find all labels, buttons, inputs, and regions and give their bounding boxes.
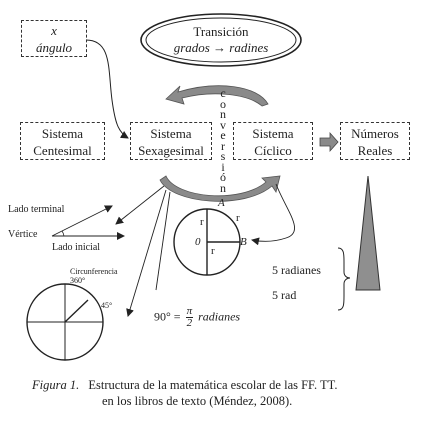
centesimal-box: Sistema Centesimal <box>20 122 105 160</box>
terminal-side-label: Lado terminal <box>8 204 65 215</box>
conversion-letter: e <box>220 128 226 142</box>
cyclic-to-reals-arrow <box>319 131 339 153</box>
conversion-letter: v <box>220 117 226 132</box>
point-b-label: B <box>240 236 247 248</box>
caption-line2: en los libros de texto (Méndez, 2008). <box>102 394 293 408</box>
degree-circle-45-line <box>64 299 89 323</box>
reals-line2: Reales <box>357 143 393 158</box>
conversion-letter: o <box>220 96 226 111</box>
circumference-label: Circunferencia <box>70 267 118 276</box>
deg-45-label: 45° <box>101 301 113 310</box>
conversion-letter: i <box>221 159 225 174</box>
centesimal-line1: Sistema <box>41 126 84 141</box>
equation-rhs: radianes <box>198 309 241 324</box>
vertex-label: Vértice <box>8 229 38 240</box>
conversion-letter: s <box>220 149 226 163</box>
top-curve-arrow <box>165 85 269 107</box>
equation: 90° = π 2 radianes <box>154 306 240 329</box>
caption-line1: Figura 1. Estructura de la matemática es… <box>32 377 422 393</box>
conversion-letter: c <box>220 86 226 100</box>
reals-line1: Números <box>351 126 399 141</box>
sexagesimal-line1: Sistema <box>150 126 192 141</box>
radians-long-label: 5 radianes <box>272 263 321 277</box>
angle-box: x ángulo <box>21 20 87 57</box>
angle-box-label: ángulo <box>35 40 73 55</box>
reals-triangle <box>355 175 381 291</box>
centesimal-line2: Centesimal <box>33 143 92 158</box>
cyclic-line2: Cíclico <box>254 143 292 158</box>
initial-side-label: Lado inicial <box>52 242 101 253</box>
figure-caption: Figura 1. Estructura de la matemática es… <box>32 377 422 409</box>
angle-arc <box>61 230 65 237</box>
cyclic-box: Sistema Cíclico <box>233 122 313 160</box>
radius-label-left: r <box>200 216 204 228</box>
transition-label: Transición grados → radines <box>150 24 292 56</box>
arrow-angle-to-sexagesimal <box>85 39 129 139</box>
link-sexagesimal-to-equation <box>155 191 171 291</box>
bottom-curve-arrow <box>159 175 281 202</box>
sexagesimal-line2: Sexagesimal <box>138 143 204 158</box>
transition-subtitle: grados → radines <box>173 40 269 55</box>
conversion-letter: n <box>220 180 226 195</box>
angle-box-x: x <box>51 23 57 38</box>
origin-label: 0 <box>195 236 201 248</box>
equation-numerator: π <box>185 305 194 318</box>
conversion-letter: ó <box>220 170 226 184</box>
equation-fraction: π 2 <box>185 305 194 329</box>
reals-box: Números Reales <box>340 122 410 160</box>
point-a-label: A <box>218 197 225 209</box>
radius-label-bottom: r <box>211 245 215 257</box>
conversion-letter: n <box>220 107 226 121</box>
caption-figure-label: Figura 1. <box>32 378 80 392</box>
transition-title: Transición <box>193 24 249 39</box>
link-sexagesimal-to-angle <box>115 185 165 225</box>
deg-360-label: 360° <box>70 276 86 285</box>
radians-short-label: 5 rad <box>272 288 297 302</box>
link-sexagesimal-to-circle <box>126 189 167 317</box>
equation-lhs: 90° = <box>154 309 181 324</box>
radius-label-arc: r <box>236 212 240 224</box>
transition-ellipse-outer <box>140 13 302 67</box>
radians-brace <box>337 247 351 311</box>
sexagesimal-box: Sistema Sexagesimal <box>130 122 212 160</box>
conversion-vertical-text: c o n v e r s i ó n <box>218 86 228 195</box>
caption-text1: Estructura de la matemática escolar de l… <box>88 378 338 392</box>
arrow-cyclic-to-circle <box>251 183 295 246</box>
cyclic-line1: Sistema <box>252 126 294 141</box>
conversion-letter: r <box>221 138 225 153</box>
equation-denominator: 2 <box>186 317 193 329</box>
transition-ellipse-inner <box>145 17 297 63</box>
